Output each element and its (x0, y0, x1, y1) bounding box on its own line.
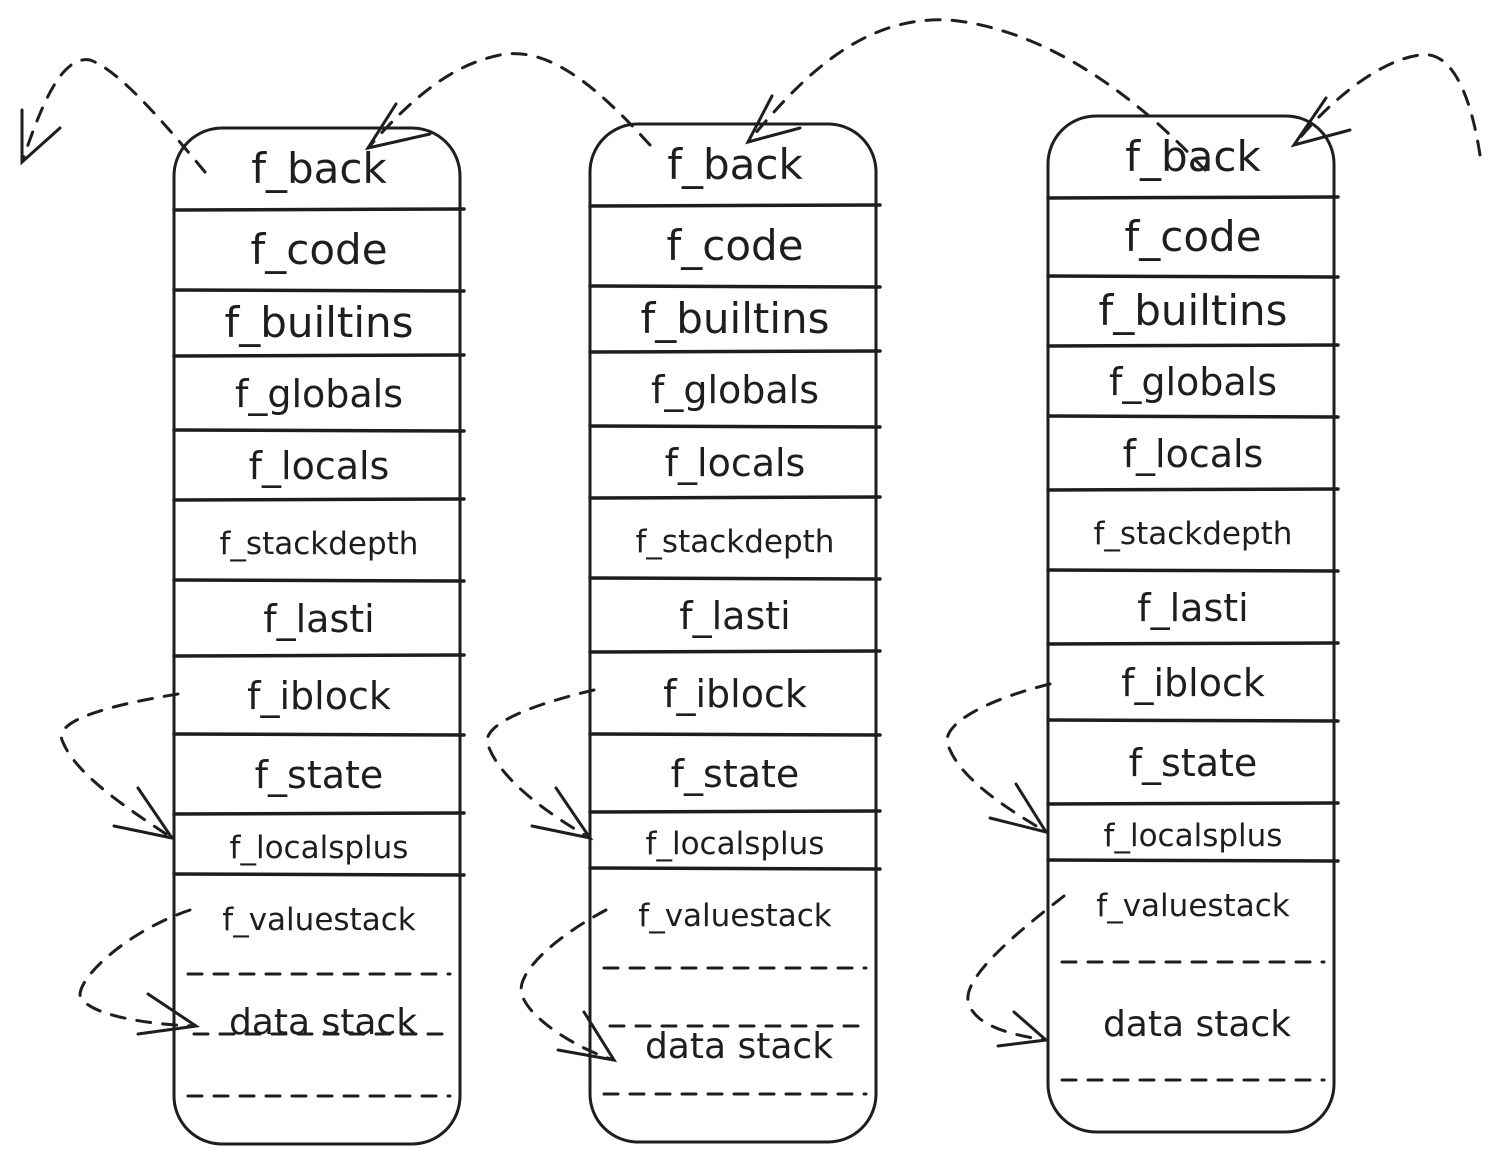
f-back-arrow-4 (1292, 53, 1482, 157)
field-label: f_stackdepth (636, 524, 835, 560)
field-label: f_iblock (247, 674, 391, 718)
valuestack-arrows (78, 894, 1066, 1063)
valuestack-arrow-3-head (996, 1010, 1050, 1048)
field-divider (172, 428, 466, 433)
field-divider (1046, 487, 1340, 492)
field-divider (588, 809, 882, 814)
field-label: f_code (250, 225, 387, 274)
field-divider (1046, 858, 1340, 863)
field-divider (1046, 414, 1340, 419)
field-divider (1046, 343, 1340, 348)
field-label: f_lasti (1137, 586, 1248, 630)
frame-box-3 (1046, 114, 1336, 1134)
field-divider (588, 495, 882, 500)
field-divider (588, 349, 882, 354)
iblock-arrows (59, 682, 1052, 841)
field-divider (588, 732, 882, 737)
f-back-arrow-1 (20, 58, 207, 174)
field-label: f_builtins (640, 294, 829, 343)
field-label: f_valuestack (222, 902, 415, 938)
field-divider (1046, 195, 1340, 200)
field-label: f_builtins (224, 298, 413, 347)
field-label: f_state (671, 752, 800, 796)
field-divider (588, 424, 882, 429)
frame-box-1 (172, 126, 462, 1146)
f-back-arrow-2 (366, 52, 652, 150)
field-label: f_valuestack (1096, 888, 1289, 924)
iblock-arrow-3-head (988, 782, 1050, 835)
f-back-arrow-3 (746, 18, 1207, 172)
field-divider (172, 732, 466, 737)
field-label: f_iblock (1121, 661, 1265, 705)
data-stack-label: data stack (229, 1002, 417, 1043)
field-divider (1046, 641, 1340, 646)
field-label: f_globals (651, 368, 819, 412)
iblock-arrow-2 (485, 688, 596, 840)
field-divider (1046, 274, 1340, 279)
f-back-arrow-2-head (364, 102, 432, 151)
field-label: f_back (1125, 132, 1261, 181)
field-divider (588, 203, 882, 208)
frame-2: f_back f_code f_builtins f_globals f_localsf… (588, 140, 882, 1096)
field-divider (1046, 568, 1340, 573)
field-divider (172, 872, 466, 877)
field-divider (588, 576, 882, 581)
field-label: f_state (1129, 741, 1258, 785)
field-label: f_lasti (263, 597, 374, 641)
field-divider (1046, 801, 1340, 806)
valuestack-arrow-3 (966, 894, 1066, 1042)
data-stack-label: data stack (1103, 1004, 1291, 1045)
iblock-arrow-1 (59, 692, 180, 840)
field-label: f_locals (249, 444, 390, 488)
field-divider (172, 578, 466, 583)
field-divider (588, 284, 882, 289)
iblock-arrow-3 (945, 682, 1052, 834)
field-label: f_localsplus (1104, 818, 1283, 854)
field-label: f_globals (235, 372, 403, 416)
field-divider (172, 653, 466, 658)
f-back-arrows (20, 18, 1482, 174)
field-label: f_locals (1123, 432, 1264, 476)
field-label: f_builtins (1098, 286, 1287, 335)
f-back-arrow-4-head (1290, 96, 1352, 148)
field-divider (172, 497, 466, 502)
valuestack-arrow-2-head (556, 1010, 618, 1063)
field-divider (172, 288, 466, 293)
field-label: f_stackdepth (1094, 516, 1293, 552)
field-label: f_locals (665, 441, 806, 485)
valuestack-arrow-1 (78, 908, 198, 1028)
field-label: f_iblock (663, 672, 807, 716)
field-label: f_valuestack (638, 898, 831, 934)
valuestack-arrow-2 (519, 908, 616, 1062)
data-stack-label: data stack (645, 1026, 833, 1067)
iblock-arrow-2-head (530, 786, 594, 841)
field-label: f_localsplus (646, 826, 825, 862)
valuestack-arrow-1-head (136, 992, 201, 1036)
field-divider (588, 649, 882, 654)
frame-3: f_back f_code f_builtins f_globals f_localsf… (1046, 132, 1340, 1082)
field-label: f_stackdepth (220, 526, 419, 562)
field-divider (172, 353, 466, 358)
frame-1: f_back f_code f_builtins f_globals f_localsf… (172, 144, 466, 1098)
field-label: f_back (251, 144, 387, 193)
field-divider (172, 207, 466, 212)
field-divider (172, 811, 466, 816)
f-back-arrow-1-head (20, 108, 62, 166)
field-label: f_code (666, 221, 803, 270)
field-divider (588, 866, 882, 871)
field-label: f_code (1124, 212, 1261, 261)
f-back-arrow-3-head (745, 94, 802, 145)
field-label: f_globals (1109, 360, 1277, 404)
field-label: f_state (255, 753, 384, 797)
field-label: f_localsplus (230, 830, 409, 866)
frame-box-2 (588, 122, 878, 1144)
iblock-arrow-1-head (112, 786, 176, 841)
field-label: f_lasti (679, 594, 790, 638)
field-label: f_back (667, 140, 803, 189)
field-divider (1046, 718, 1340, 723)
frames-layer: f_backf_codef_builtinsf_globalsf_localsf… (172, 132, 1340, 1098)
